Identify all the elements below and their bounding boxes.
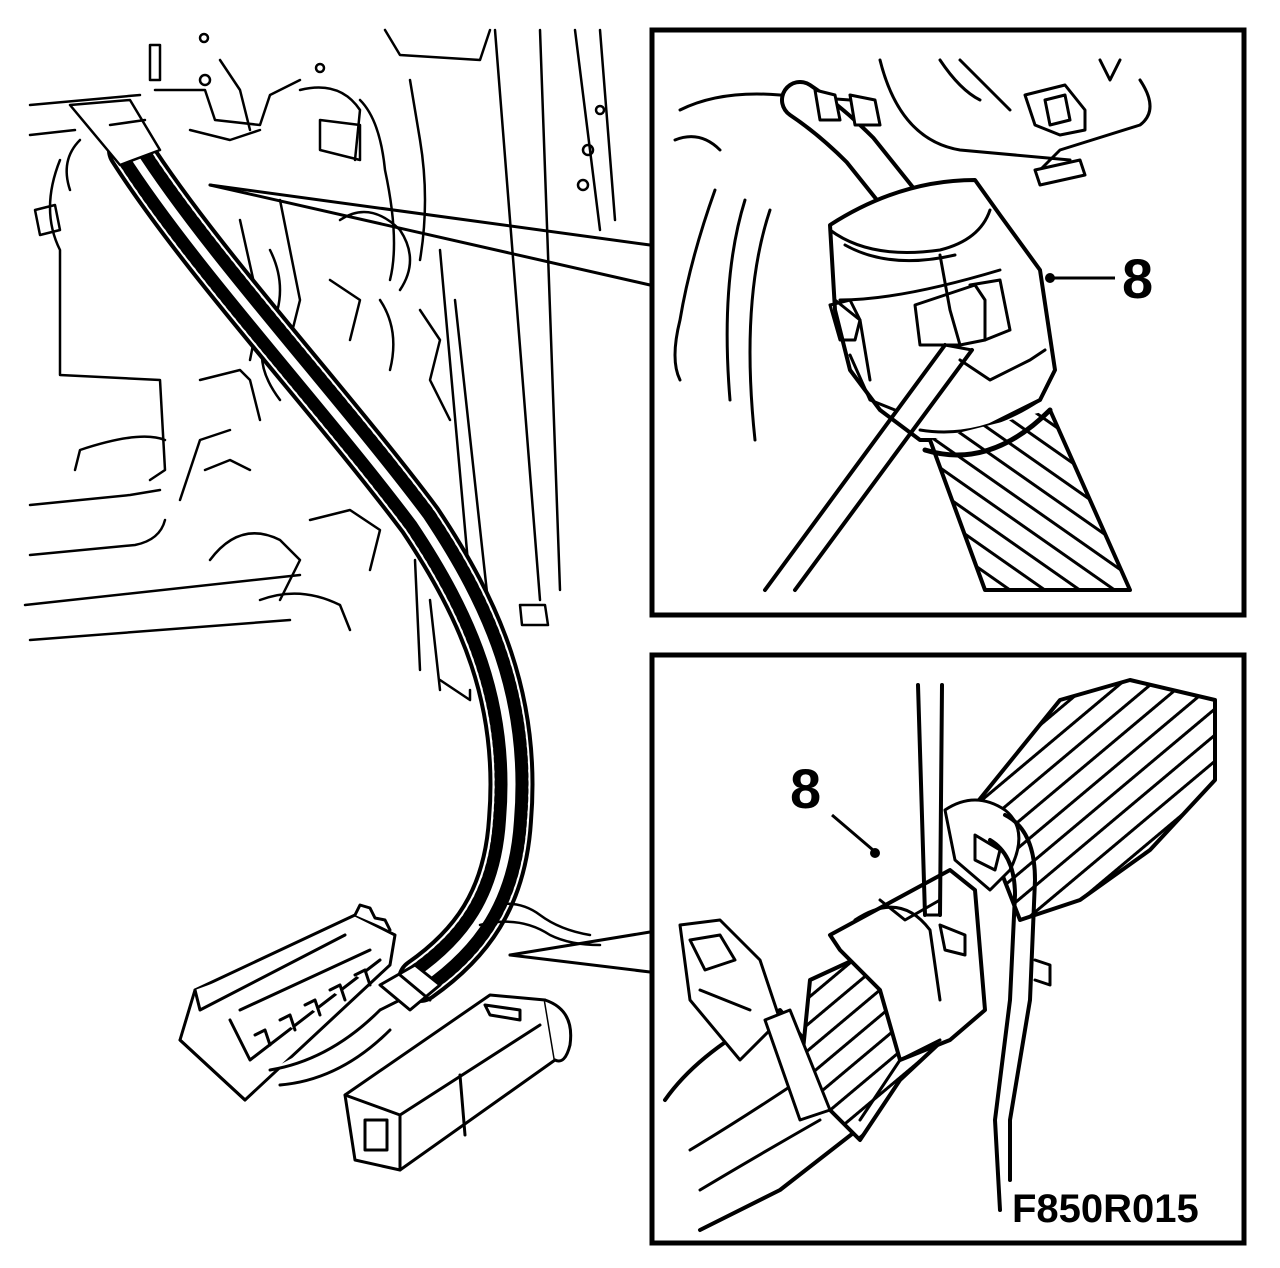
upper-detail-view: 8 <box>649 27 1247 618</box>
conduit-connector-clip <box>378 963 442 1012</box>
upper-callout: 8 <box>1045 247 1153 310</box>
detail-pointer-lines <box>208 183 652 974</box>
lower-detail-view: 8 F850R015 <box>649 652 1247 1246</box>
corrugated-conduit <box>107 127 535 1003</box>
vehicle-body-structure <box>23 28 617 702</box>
lower-callout-label: 8 <box>790 757 821 820</box>
multi-pin-connector <box>178 903 402 1102</box>
main-scene <box>23 28 652 1172</box>
cable-loop <box>493 902 592 937</box>
conduit-upper-end <box>68 98 162 167</box>
pin-housing <box>343 993 573 1172</box>
lower-callout: 8 <box>790 757 880 858</box>
cable-loop-2 <box>478 920 602 947</box>
upper-callout-label: 8 <box>1122 247 1153 310</box>
figure-id: F850R015 <box>1012 1187 1199 1231</box>
